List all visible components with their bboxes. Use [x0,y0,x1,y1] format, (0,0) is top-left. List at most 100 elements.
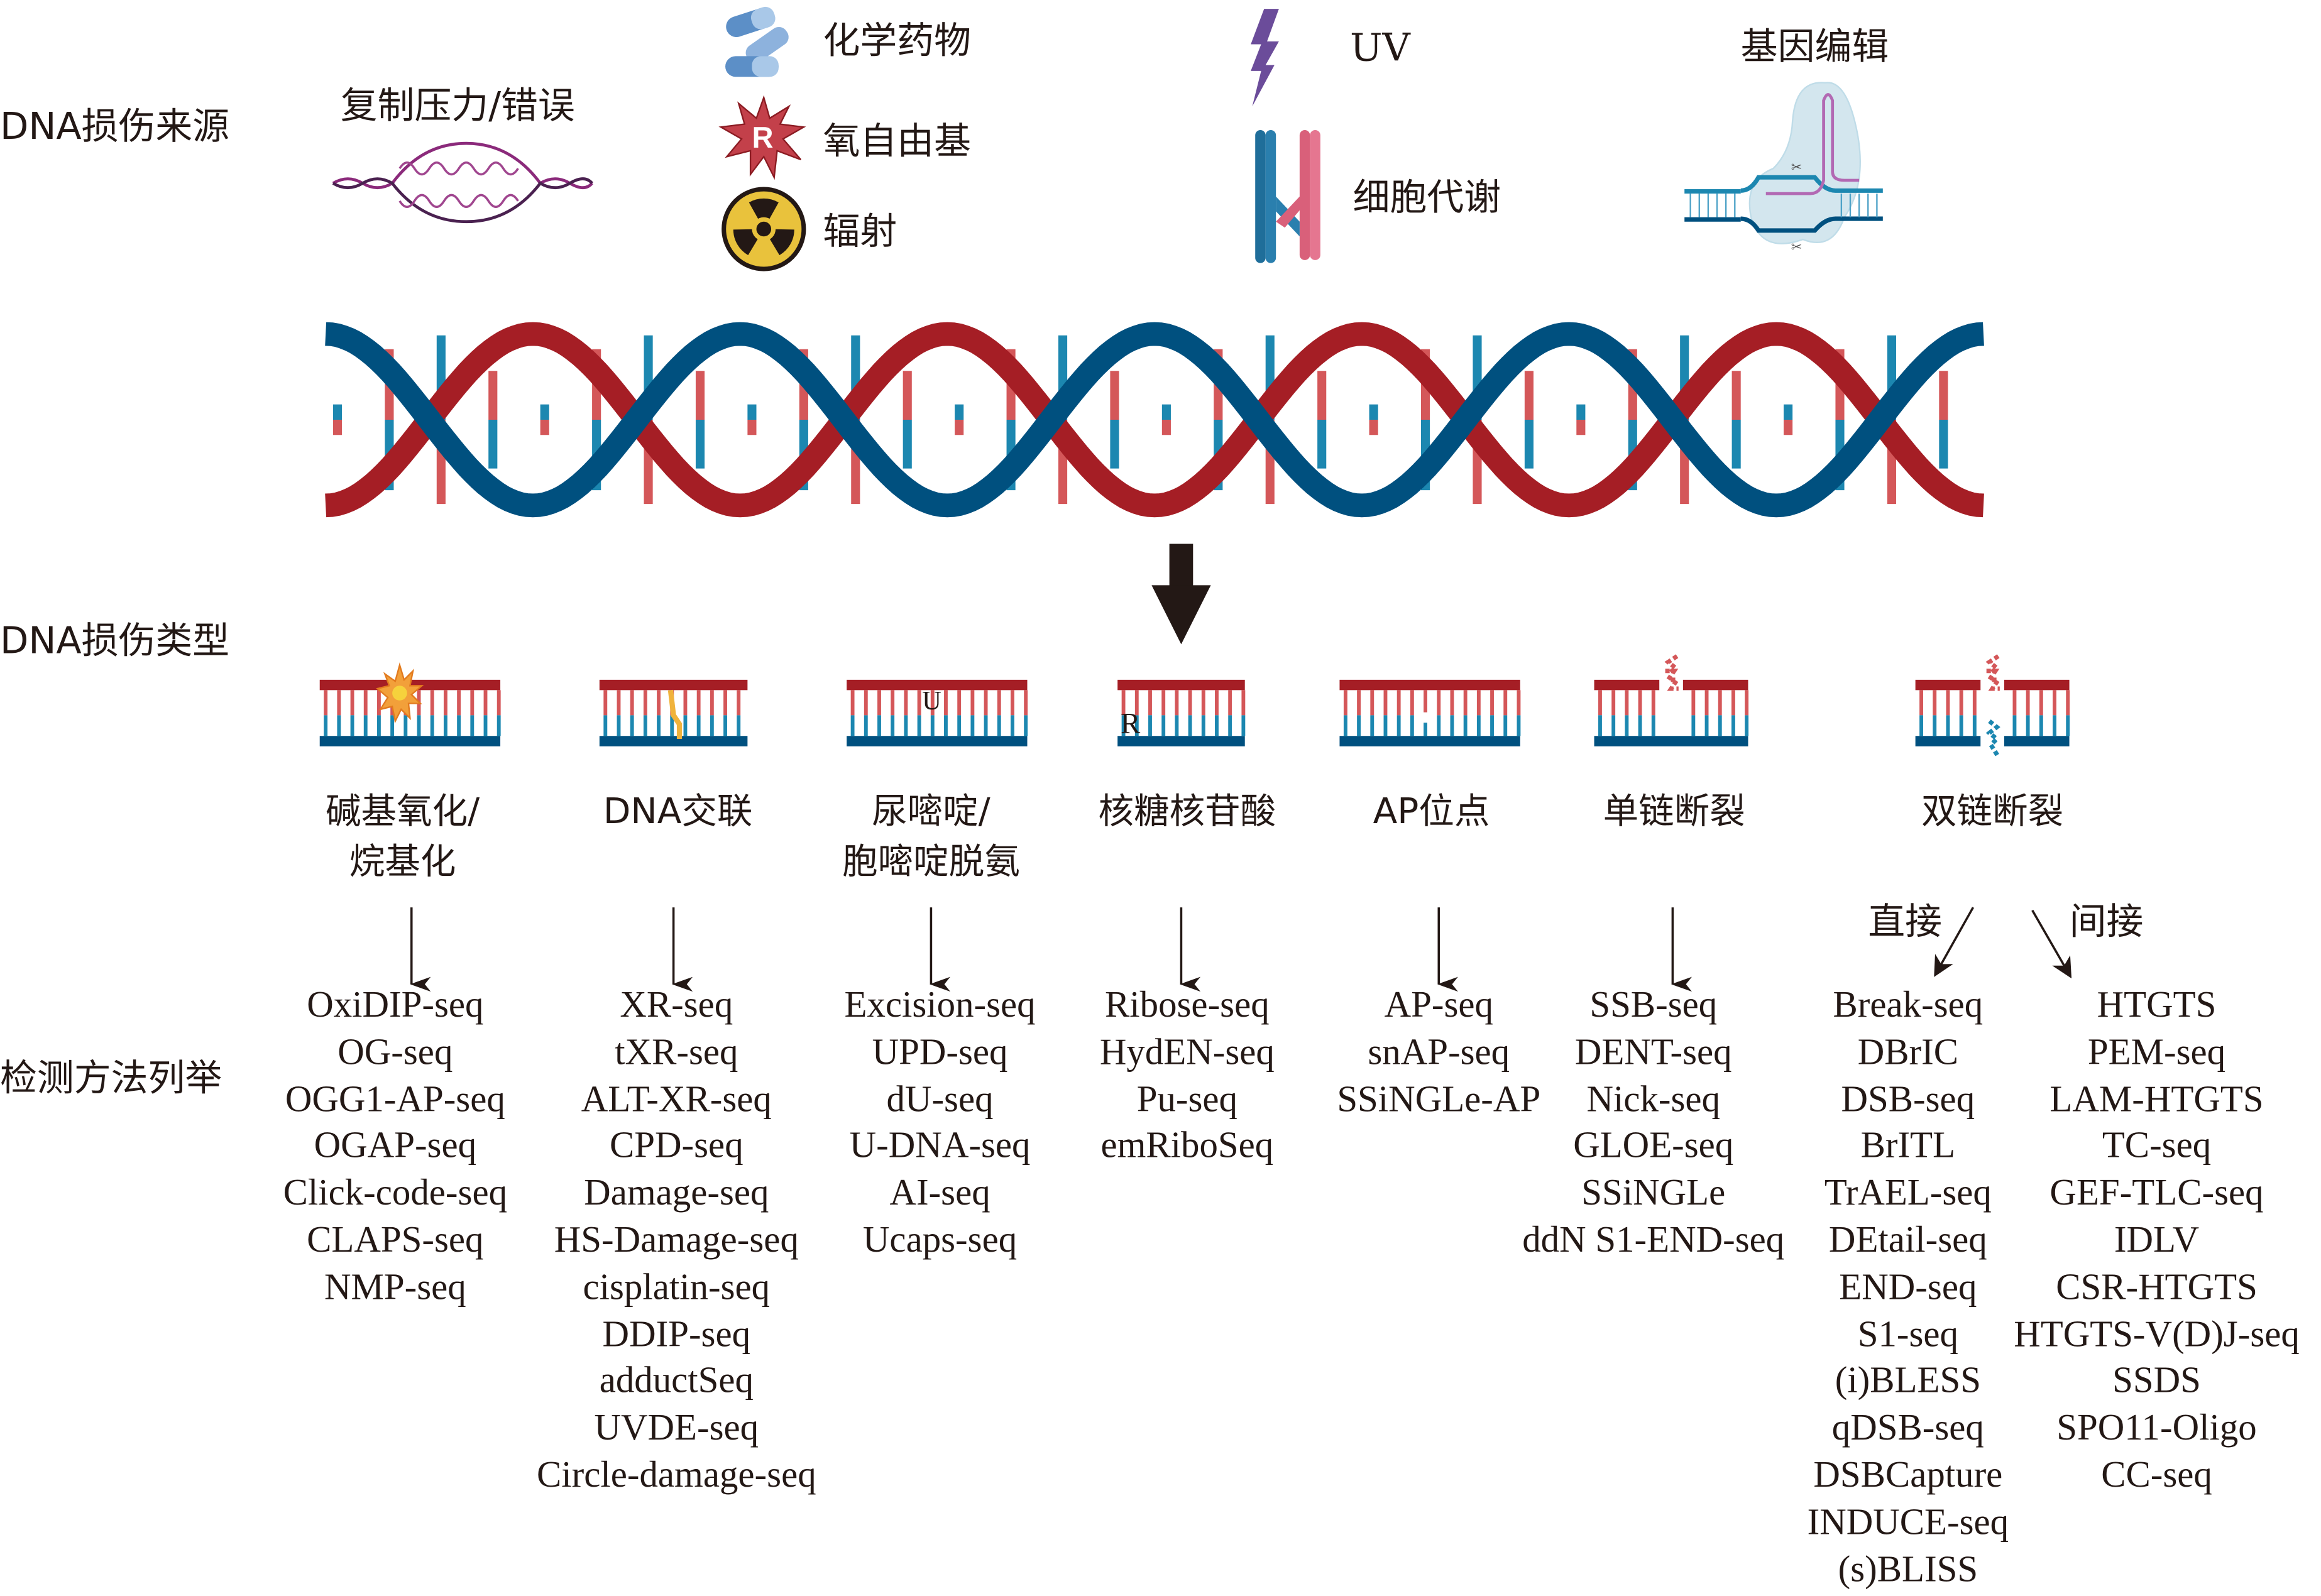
damage-label-ribonucleotide: 核糖核苷酸 [1099,786,1276,836]
broken-end-icon [1985,719,2000,758]
top-strand [1682,679,1748,691]
damage-label-ap-site: AP位点 [1373,786,1490,836]
radiation-icon [722,187,806,271]
method-item: UVDE-seq [594,1408,759,1449]
row-label-sources: DNA损伤来源 [0,97,229,151]
damage-label-line1: 单链断裂 [1603,790,1745,833]
burst-core [392,686,407,701]
damage-icon-R: R [1117,679,1246,746]
method-item: DSBCapture [1813,1455,2003,1496]
pill-icon [725,6,789,77]
arrow-dsb-indirect [2031,909,2072,979]
red-strand [325,322,1984,518]
damage-label-line1: 核糖核苷酸 [1098,790,1276,833]
method-item: CC-seq [2101,1455,2212,1496]
damage-icon-dsb [1915,654,2070,758]
method-item: Break-seq [1833,985,1984,1026]
source-replication-label: 复制压力/错误 [340,84,575,128]
arrow-dsb-direct [1934,907,1975,977]
damage-label-crosslink: DNA交联 [603,786,753,836]
method-item: SSDS [2112,1361,2201,1402]
top-strand [1594,679,1660,691]
method-item: adductSeq [599,1361,754,1402]
method-item: AP-seq [1384,985,1493,1026]
dna-left [1684,189,1741,222]
broken-end-icon [1664,654,1679,676]
method-item: tXR-seq [615,1032,738,1073]
dsb-direct-label: 直接 [1868,900,1943,943]
broken-end-icon [1985,654,2000,676]
method-item: qDSB-seq [1831,1408,1984,1449]
method-item: AI-seq [889,1173,990,1214]
method-item: SSiNGLe-AP [1337,1079,1541,1120]
damage-icon-ssb [1594,654,1749,746]
crispr-cas9-icon: ✂ ✂ [1684,82,1883,254]
crosslink-line [667,689,683,739]
bottom-strand [1339,736,1520,746]
method-item: HTGTS-V(D)J-seq [2014,1315,2300,1355]
method-item: Nick-seq [1586,1079,1721,1120]
source-chemical-label: 化学药物 [823,19,972,62]
top-strand [847,679,1028,691]
source-gene-editing-label: 基因编辑 [1740,25,1889,68]
source-radiation-label: 辐射 [823,209,897,253]
method-item: Click-code-seq [283,1173,508,1214]
method-item: XR-seq [620,985,733,1026]
method-item: IDLV [2114,1220,2200,1261]
scissors-icon-lower: ✂ [1791,239,1802,254]
method-item: SSB-seq [1589,985,1718,1026]
row-label-sources-text: DNA损伤来源 [0,104,230,148]
bottom-strand [1594,736,1748,746]
method-item: dU-seq [886,1079,994,1120]
method-item: UPD-seq [872,1032,1008,1073]
method-item: TrAEL-seq [1824,1173,1992,1214]
top-strand [2004,679,2070,691]
method-item: INDUCE-seq [1807,1502,2009,1543]
top-strand [1117,679,1245,691]
method-item: Excision-seq [844,985,1036,1026]
method-item: HS-Damage-seq [554,1220,799,1261]
dsb-indirect-label: 间接 [2069,900,2144,943]
damage-label-ssb: 单链断裂 [1603,786,1745,836]
damage-icon-U: U [847,679,1028,746]
method-item: DBrIC [1857,1032,1959,1073]
damage-label-line1: DNA交联 [603,790,753,833]
method-item: OxiDIP-seq [307,985,484,1026]
free-radical-icon: R [718,95,806,180]
bottom-strand [319,736,501,746]
method-item: HTGTS [2097,985,2217,1026]
damage-label-oxidation: 碱基氧化/ 烷基化 [326,786,480,887]
big-down-arrow-icon [1151,544,1211,645]
method-item: Ucaps-seq [862,1220,1018,1261]
method-item: OG-seq [337,1032,453,1073]
uracil-letter: U [922,686,941,716]
method-item: END-seq [1839,1267,1977,1308]
bottom-strand [847,736,1028,746]
damage-label-line1: 尿嘧啶/ [872,790,990,833]
method-item: CLAPS-seq [307,1220,484,1261]
bottom-strand [599,736,748,746]
dna-double-helix [325,322,1984,518]
method-item: Damage-seq [584,1173,769,1214]
method-item: (i)BLESS [1835,1361,1981,1402]
damage-icon-burst [319,662,501,746]
method-item: DDIP-seq [602,1315,751,1355]
method-item: SSiNGLe [1581,1173,1726,1214]
source-ros-label: 氧自由基 [823,119,972,163]
method-item: DSB-seq [1841,1079,1975,1120]
method-item: (s)BLISS [1838,1550,1978,1590]
damage-label-line1: AP位点 [1373,790,1490,833]
bottom-strand [1915,736,1981,746]
method-item: CPD-seq [609,1127,743,1167]
method-item: cisplatin-seq [583,1267,771,1308]
method-item: DENT-seq [1574,1032,1732,1073]
method-item: PEM-seq [2087,1032,2226,1073]
